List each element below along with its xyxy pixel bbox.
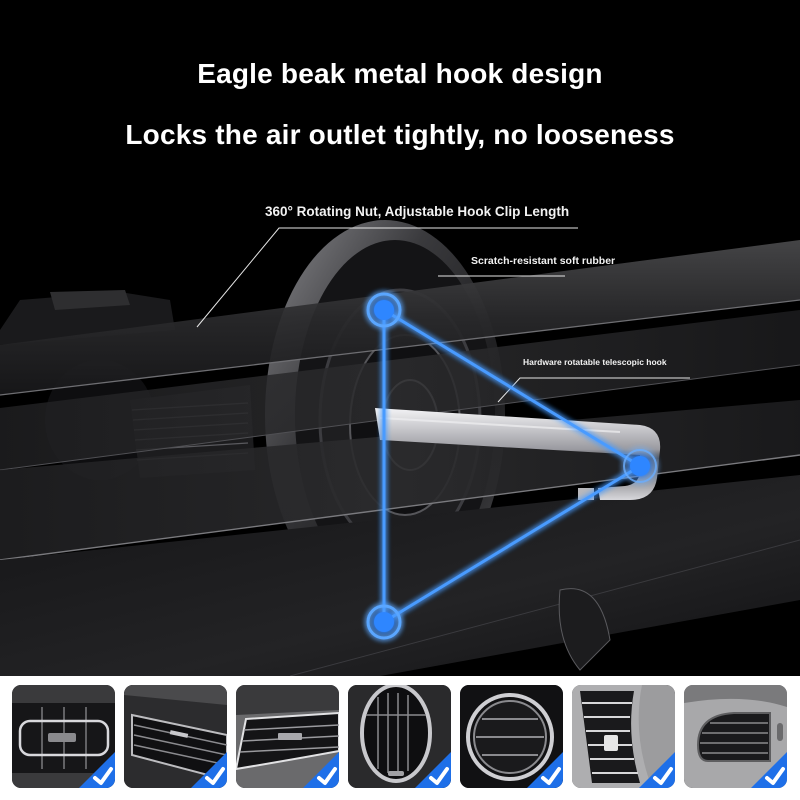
headline-title: Eagle beak metal hook design xyxy=(197,58,603,89)
triangle-node-bottom xyxy=(366,604,402,640)
check-mark-badge xyxy=(639,752,675,788)
check-mark-icon xyxy=(639,752,675,788)
check-mark-badge xyxy=(527,752,563,788)
structure-triangle xyxy=(366,292,657,640)
vent-thumbnail-rectangular xyxy=(12,685,115,788)
leader-line-rotating-nut xyxy=(196,227,578,328)
vent-thumbnail-oval xyxy=(348,685,451,788)
vent-image xyxy=(12,685,115,788)
triangle-node-top xyxy=(366,292,402,328)
leader-line-telescopic-hook xyxy=(497,377,690,403)
check-mark-badge xyxy=(191,752,227,788)
check-mark-badge xyxy=(751,752,787,788)
vent-image xyxy=(684,685,787,788)
triangle-node-right xyxy=(623,449,657,483)
vent-thumbnail-curved-horizontal xyxy=(236,685,339,788)
check-mark-icon xyxy=(527,752,563,788)
vent-thumbnail-angled xyxy=(124,685,227,788)
check-mark-icon xyxy=(303,752,339,788)
check-mark-badge xyxy=(303,752,339,788)
check-mark-icon xyxy=(191,752,227,788)
check-mark-icon xyxy=(79,752,115,788)
product-hero: Eagle beak metal hook design Locks the a… xyxy=(0,0,800,676)
check-mark-icon xyxy=(751,752,787,788)
callout-leader-lines xyxy=(196,227,690,403)
check-mark-icon xyxy=(415,752,451,788)
callout-rotating-nut: 360° Rotating Nut, Adjustable Hook Clip … xyxy=(265,204,570,219)
check-mark-badge xyxy=(79,752,115,788)
headline-subtitle: Locks the air outlet tightly, no loosene… xyxy=(125,119,675,150)
vent-image xyxy=(236,685,339,788)
product-illustration xyxy=(0,220,800,676)
vent-thumbnail-curved-slat xyxy=(572,685,675,788)
vent-thumbnail-rounded-horizontal xyxy=(684,685,787,788)
compatible-vents-strip xyxy=(0,676,800,800)
callout-soft-rubber: Scratch-resistant soft rubber xyxy=(471,255,616,267)
callout-telescopic-hook: Hardware rotatable telescopic hook xyxy=(523,357,667,367)
check-mark-badge xyxy=(415,752,451,788)
vent-thumbnail-round xyxy=(460,685,563,788)
